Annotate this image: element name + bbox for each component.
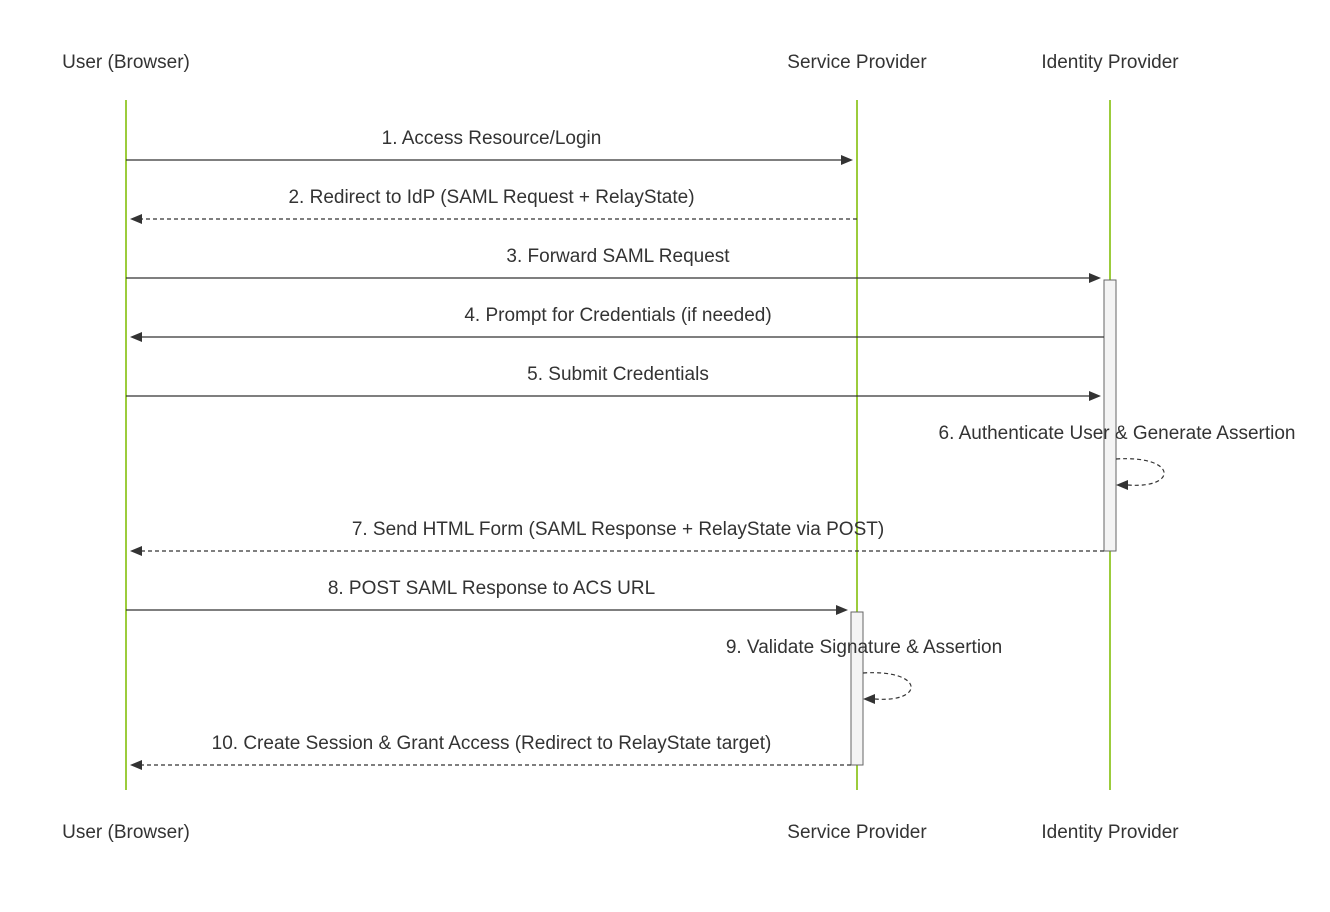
message-arrow-1: [841, 155, 853, 165]
message-label-5: 5. Submit Credentials: [527, 364, 709, 385]
message-label-3: 3. Forward SAML Request: [506, 246, 730, 267]
message-10: 10. Create Session & Grant Access (Redir…: [130, 733, 851, 770]
message-4: 4. Prompt for Credentials (if needed): [130, 305, 1104, 342]
message-label-6: 6. Authenticate User & Generate Assertio…: [939, 423, 1296, 444]
participant-label-idp-top: Identity Provider: [1041, 52, 1179, 73]
message-arrow-7: [130, 546, 142, 556]
message-arrow-4: [130, 332, 142, 342]
message-arrow-9: [863, 694, 875, 704]
message-8: 8. POST SAML Response to ACS URL: [126, 578, 848, 615]
message-line-6: [1115, 458, 1165, 486]
message-arrow-3: [1089, 273, 1101, 283]
message-arrow-10: [130, 760, 142, 770]
participant-labels-bottom: User (Browser) Service Provider Identity P…: [62, 822, 1179, 843]
message-2: 2. Redirect to IdP (SAML Request + Relay…: [130, 187, 857, 224]
message-label-7: 7. Send HTML Form (SAML Response + Relay…: [352, 519, 884, 540]
message-label-10: 10. Create Session & Grant Access (Redir…: [212, 733, 772, 754]
participant-label-sp-top: Service Provider: [787, 52, 927, 73]
message-arrow-5: [1089, 391, 1101, 401]
message-arrow-2: [130, 214, 142, 224]
activations: [850, 279, 1117, 766]
message-7: 7. Send HTML Form (SAML Response + Relay…: [130, 519, 1104, 556]
message-9: 9. Validate Signature & Assertion: [726, 637, 1002, 704]
participant-label-user-bottom: User (Browser): [62, 822, 190, 843]
participant-label-sp-bottom: Service Provider: [787, 822, 927, 843]
participant-label-user-top: User (Browser): [62, 52, 190, 73]
participant-labels-top: User (Browser) Service Provider Identity P…: [62, 52, 1179, 73]
message-label-8: 8. POST SAML Response to ACS URL: [328, 578, 655, 599]
message-label-1: 1. Access Resource/Login: [382, 128, 602, 149]
message-3: 3. Forward SAML Request: [126, 246, 1101, 283]
message-6: 6. Authenticate User & Generate Assertio…: [939, 423, 1296, 490]
messages: 1. Access Resource/Login 2. Redirect to I…: [126, 128, 1295, 770]
message-label-2: 2. Redirect to IdP (SAML Request + Relay…: [288, 187, 694, 208]
message-line-9: [862, 672, 912, 700]
activation-box-sp: [850, 611, 864, 766]
message-arrow-6: [1116, 480, 1128, 490]
activation-box-idp: [1103, 279, 1117, 552]
message-label-9: 9. Validate Signature & Assertion: [726, 637, 1002, 658]
participant-label-idp-bottom: Identity Provider: [1041, 822, 1179, 843]
message-label-4: 4. Prompt for Credentials (if needed): [464, 305, 771, 326]
message-arrow-8: [836, 605, 848, 615]
message-5: 5. Submit Credentials: [126, 364, 1101, 401]
message-1: 1. Access Resource/Login: [126, 128, 853, 165]
